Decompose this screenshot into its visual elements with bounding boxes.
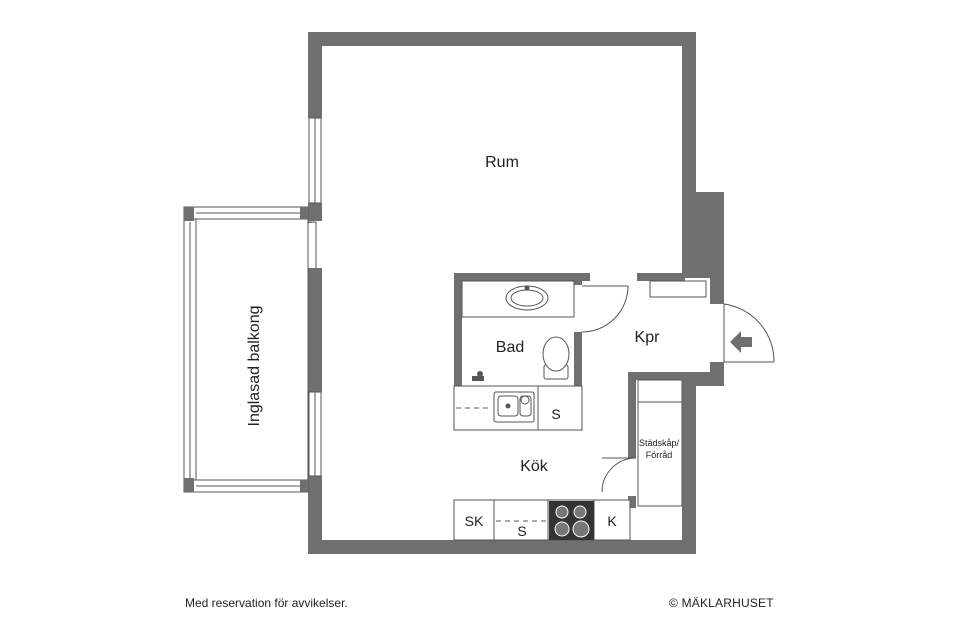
room-label-rum: Rum (485, 154, 519, 171)
room-label-bad: Bad (496, 339, 524, 356)
storage-closet (601, 379, 683, 507)
copyright-text: © MÄKLARHUSET (669, 596, 774, 610)
kitchen-counter (453, 499, 631, 541)
room-label-kpr: Kpr (635, 329, 661, 346)
disclaimer-text: Med reservation för avvikelser. (185, 596, 348, 610)
window-left-upper (308, 117, 322, 204)
hall-shelf (649, 280, 707, 298)
fixture-label-k: K (607, 513, 617, 529)
room-label-storage-line2: Förråd (646, 450, 673, 460)
window-left-lower (308, 391, 322, 477)
fixture-label-sk: SK (465, 513, 484, 529)
entrance-arrow-icon (730, 331, 752, 353)
storage-wall-stub (628, 496, 636, 508)
room-label-storage-line1: Städskåp/ (639, 438, 680, 448)
balcony (183, 206, 309, 493)
room-label-kok: Kök (520, 458, 549, 475)
room-label-balcony: Inglasad balkong (246, 306, 263, 427)
exterior-walls (308, 32, 724, 554)
bathroom-door (581, 285, 629, 333)
tap-icon (472, 371, 484, 381)
washbasin (461, 280, 575, 318)
fixture-label-s-bath: S (551, 406, 560, 422)
entrance-door (723, 303, 775, 363)
bathroom-walls (454, 273, 590, 430)
toilet (542, 336, 570, 380)
fixture-label-s-kitchen: S (517, 523, 526, 539)
sink-counter (453, 385, 583, 431)
stove (549, 501, 594, 540)
hall-walls (628, 273, 685, 458)
